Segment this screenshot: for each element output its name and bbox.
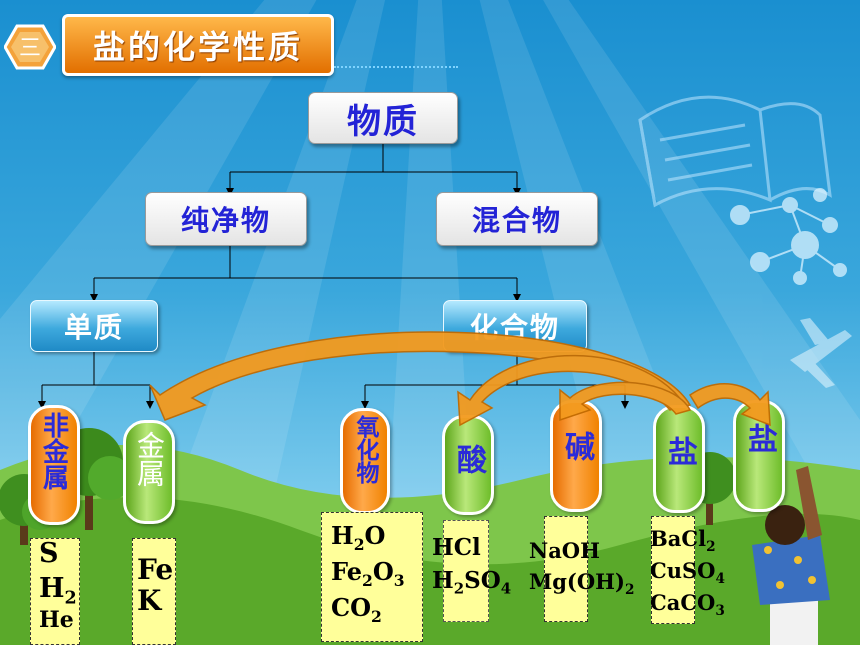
node-element: 单质 [30, 300, 158, 352]
formula-line: BaCl2 [650, 526, 716, 556]
airplane-icon [790, 318, 852, 388]
formula-line: He [39, 607, 74, 634]
category-metal-label: 金属 [133, 431, 166, 487]
node-pure-substance: 纯净物 [145, 192, 307, 246]
section-badge: 三 [18, 36, 41, 61]
category-nonmetal-label: 非金属 [38, 412, 69, 490]
category-base-label: 碱 [559, 431, 594, 461]
hill-front [0, 497, 860, 645]
formula-line: CaCO3 [650, 590, 725, 620]
molecule-icon [730, 188, 847, 285]
section-badge-icon [4, 24, 56, 70]
node-mixture-label: 混合物 [471, 204, 562, 237]
title-divider [334, 66, 458, 68]
boy-figure [752, 466, 830, 645]
formula-line: S [39, 538, 59, 569]
formula-line: Fe2O3 [331, 556, 405, 590]
acid-formulas: HCl H2SO4 [432, 520, 511, 622]
category-metal: 金属 [123, 420, 175, 524]
formula-line: H2 [39, 572, 77, 609]
node-pure-substance-label: 纯净物 [180, 204, 271, 237]
page-title: 盐的化学性质 [92, 28, 303, 66]
category-oxide-label: 氧化物 [352, 415, 378, 484]
node-matter-label: 物质 [347, 101, 419, 142]
oxide-formulas: H2O Fe2O3 CO2 [321, 512, 423, 642]
base-formulas: NaOH Mg(OH)2 [529, 516, 634, 622]
formula-line: HCl [432, 534, 481, 561]
category-salt-label: 盐 [662, 436, 697, 466]
node-mixture: 混合物 [436, 192, 598, 246]
formula-line: NaOH [529, 538, 600, 563]
formula-line: Mg(OH)2 [529, 569, 635, 599]
node-matter: 物质 [308, 92, 458, 144]
title-banner [62, 14, 334, 76]
salt-formulas: BaCl2 CuSO4 CaCO3 [650, 516, 725, 624]
category-nonmetal: 非金属 [28, 405, 80, 525]
metal-formulas: Fe K [132, 538, 176, 645]
formula-line: CO2 [331, 592, 382, 626]
formula-line: H2SO4 [432, 567, 512, 598]
category-salt-2: 盐 [733, 400, 785, 512]
formula-line: Fe [137, 553, 174, 586]
nonmetal-formulas: S H2 He [30, 538, 80, 645]
node-element-label: 单质 [63, 311, 124, 344]
category-salt-2-label: 盐 [742, 423, 777, 453]
category-acid-label: 酸 [451, 444, 486, 474]
formula-line: CuSO4 [650, 558, 725, 588]
formula-line: H2O [331, 521, 386, 554]
formula-line: K [137, 583, 162, 617]
category-oxide: 氧化物 [340, 408, 390, 514]
book-icon [638, 95, 832, 208]
